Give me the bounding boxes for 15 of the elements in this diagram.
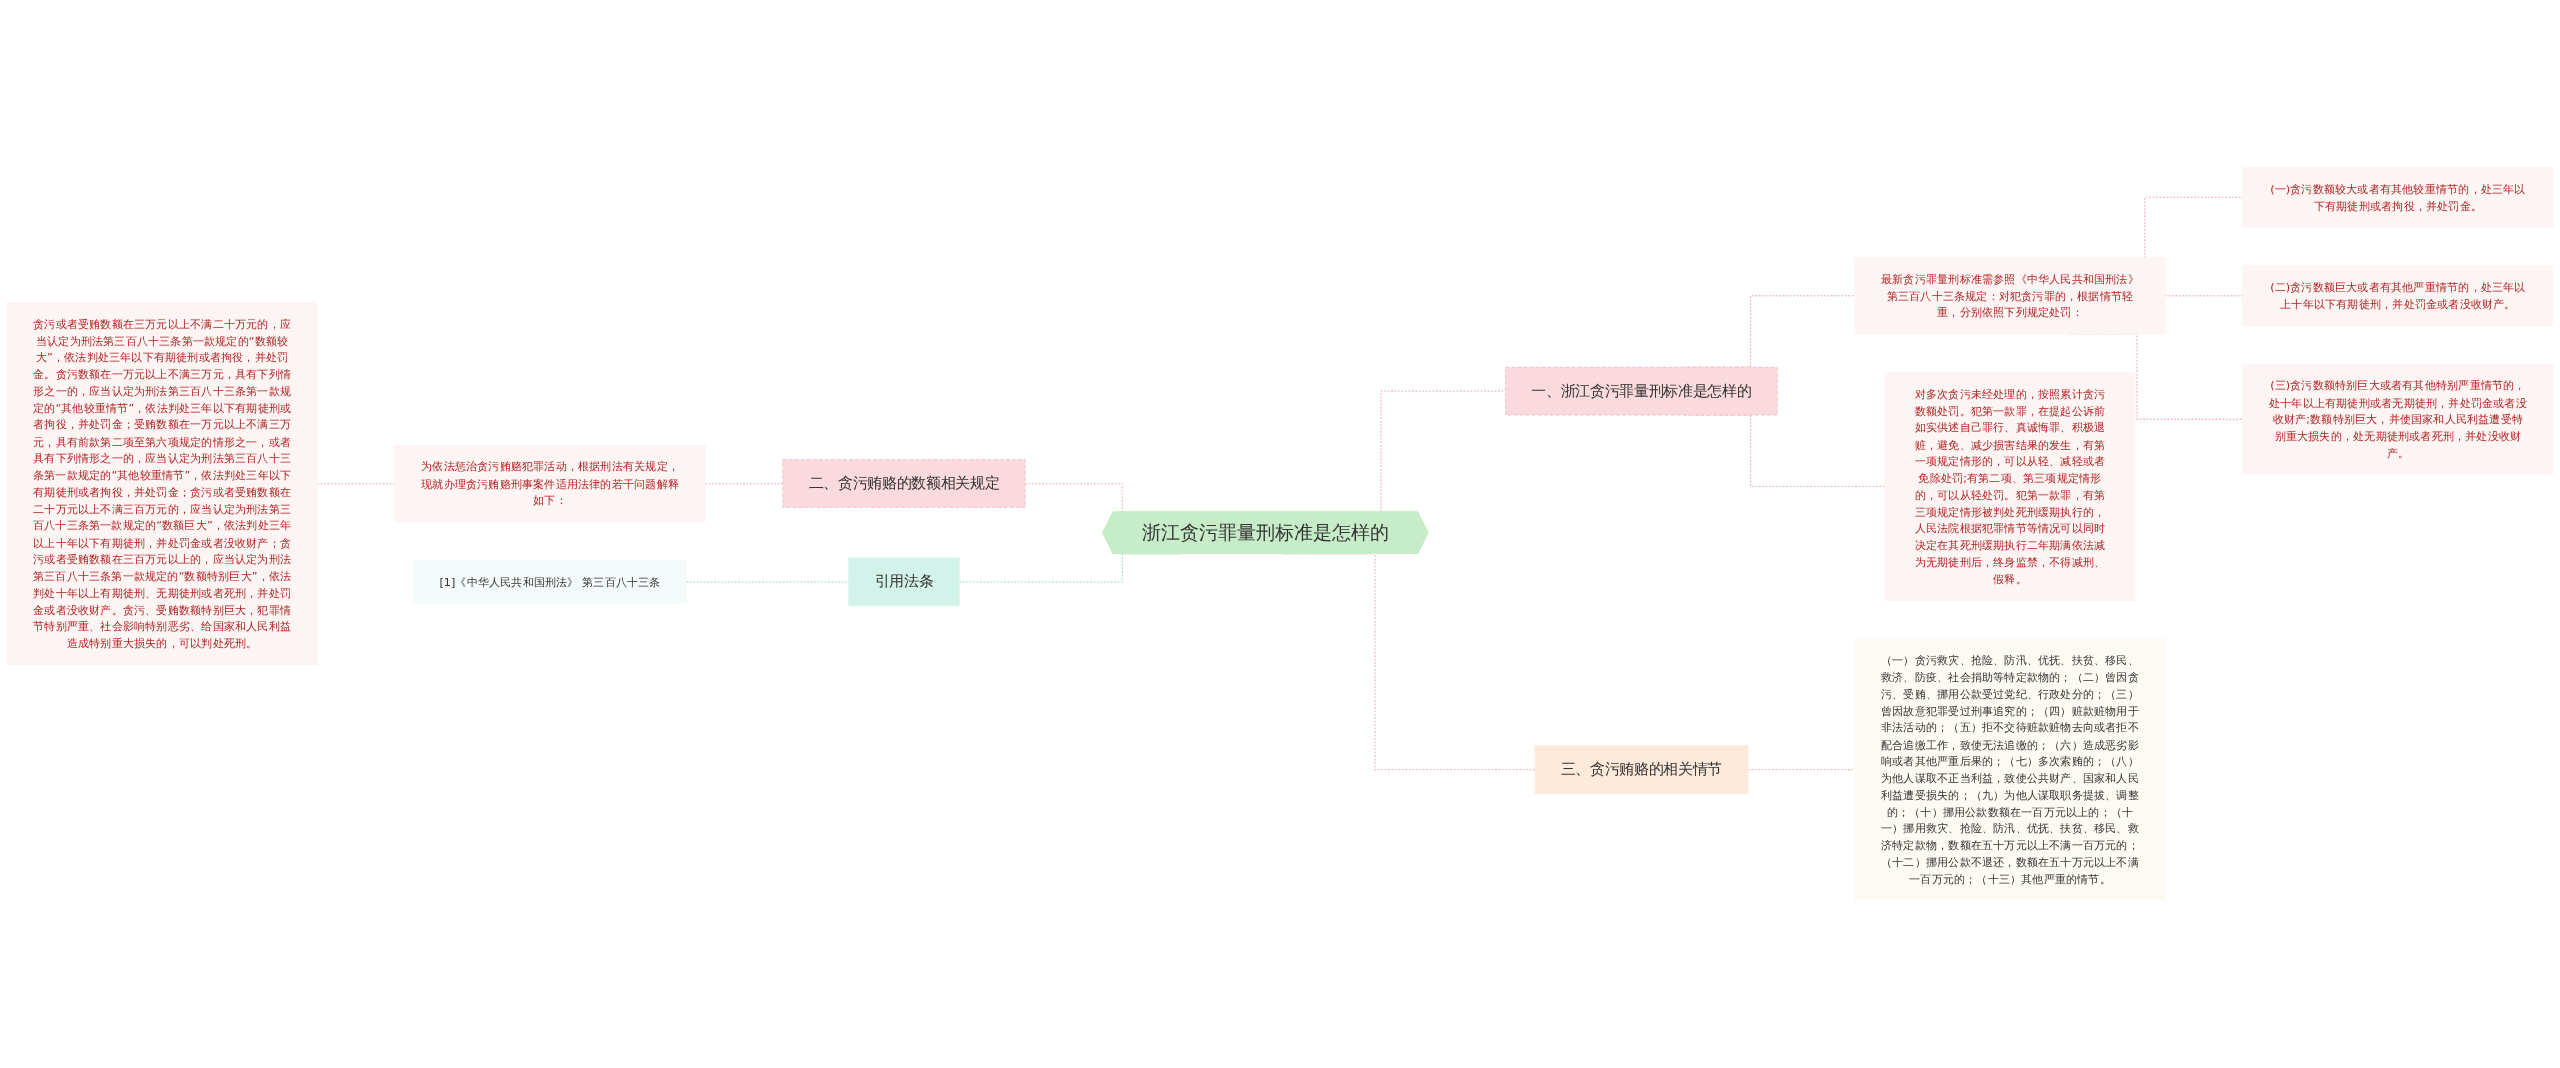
node-box: (一)贪污数额较大或者有其他较重情节的，处三年以下有期徒刑或者拘役，并处罚金。: [2242, 167, 2554, 228]
node-box: 三、贪污贿赂的相关情节: [1534, 745, 1749, 795]
node-box: 为依法惩治贪污贿赂犯罪活动，根据刑法有关规定，现就办理贪污贿赂刑事案件适用法律的若干问题解释如下：: [394, 445, 706, 523]
node-box: 引用法条: [848, 557, 960, 607]
node-box: (三)贪污数额特别巨大或者有其他特别严重情节的，处十年以上有期徒刑或者无期徒刑，并处罚金或者没收财产;数额特别巨大，并使国家和人民利益遭受特别重大损失的，处无期徒刑或者死刑，并处没收财产。: [2242, 363, 2554, 475]
node-box: (二)贪污数额巨大或者有其他严重情节的，处三年以上十年以下有期徒刑，并处罚金或者没收财产。: [2242, 265, 2554, 326]
node-box: 贪污或者受贿数额在三万元以上不满二十万元的，应当认定为刑法第三百八十三条第一款规定的“数额较大”，依法判处三年以下有期徒刑或者拘役，并处罚金。贪污数额在一万元以上不满三万元，具有下列情形之一的，应当认定为刑法第三百八十三条第一款规定的“其他较重情节”，依法判处三年以下有期徒刑或者拘役，并处罚金；受贿数额在一万元以上不满三万元，具有前款第二项至第六项规定的情形之一，或者具有下列情形之一的，应当认定为刑法第三百八十三条第一款规定的“其他较重情节”，依法判处三年以下有期徒刑或者拘役，并处罚金；贪污或者受贿数额在二十万元以上不满三百万元的，应当认定为刑法第三百八十三条第一款规定的“数额巨大”，依法判处三年以上十年以下有期徒刑，并处罚金或者没收财产；贪污或者受贿数额在三百万元以上的，应当认定为刑法第三百八十三条第一款规定的“数额特别巨大”，依法判处十年以上有期徒刑、无期徒刑或者死刑，并处罚金或者没收财产。贪污、受贿数额特别巨大，犯罪情节特别严重、社会影响特别恶劣、给国家和人民利益造成特别重大损失的，可以判处死刑。: [6, 302, 318, 666]
connector: [685, 581, 850, 583]
node-box: [1]《中华人民共和国刑法》 第三百八十三条: [413, 560, 687, 604]
node-box: 最新贪污罪量刑标准需参照《中华人民共和国刑法》第三百八十三条规定：对犯贪污罪的，根据情节轻重，分别依照下列规定处罚：: [1854, 257, 2166, 335]
connector: [1747, 769, 1856, 771]
node-box: 一、浙江贪污罪量刑标准是怎样的: [1505, 366, 1778, 416]
node-box: 二、贪污贿赂的数额相关规定: [782, 459, 1026, 508]
node-box: 对多次贪污未经处理的，按照累计贪污数额处罚。犯第一款罪，在提起公诉前如实供述自己罪行、真诚悔罪、积极退赃，避免、减少损害结果的发生，有第一项规定情形的，可以从轻、减轻或者免除处罚;有第二项、第三项规定情形的，可以从轻处罚。犯第一款罪，有第三项规定情形被判处死刑缓期执行的，人民法院根据犯罪情节等情况可以同时决定在其死刑缓期执行二年期满依法减为无期徒刑后，终身监禁，不得减刑、假释。: [1884, 372, 2136, 601]
node-box: （一）贪污救灾、抢险、防汛、优抚、扶贫、移民、救济、防疫、社会捐助等特定款物的；（二）曾因贪污、受贿、挪用公款受过党纪、行政处分的；（三）曾因故意犯罪受过刑事追究的；（四）赃款赃物用于非法活动的；（五）拒不交待赃款赃物去向或者拒不配合追缴工作，致使无法追缴的；（六）造成恶劣影响或者其他严重后果的；（七）多次索贿的；（八）为他人谋取不正当利益，致使公共财产、国家和人民利益遭受损失的；（九）为他人谋取职务提拔、调整的；（十）挪用公款数额在一百万元以上的；（十一）挪用救灾、抢险、防汛、优抚、扶贫、移民、救济特定款物，数额在五十万元以上不满一百万元的；（十二）挪用公款不退还，数额在五十万元以上不满一百万元的；（十三）其他严重的情节。: [1854, 638, 2166, 901]
